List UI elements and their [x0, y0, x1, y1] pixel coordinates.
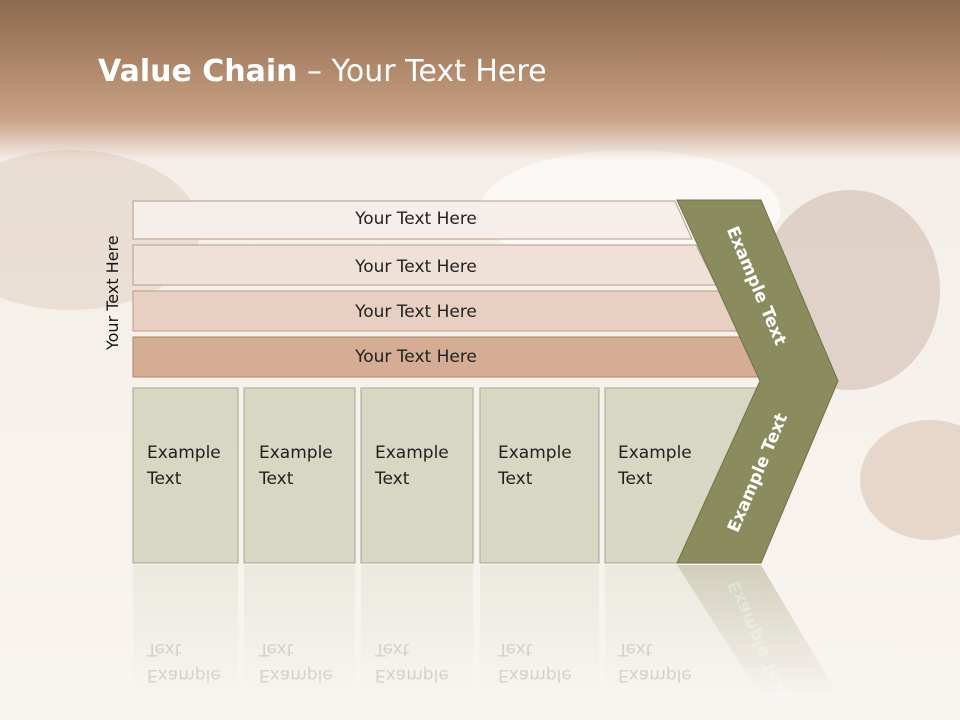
bar-1-label: Your Text Here: [355, 209, 477, 229]
reflection-line1: Example: [147, 665, 221, 685]
column-5-line1: Example: [618, 443, 692, 463]
reflection-line2: Text: [259, 639, 294, 659]
bar-1[interactable]: [132, 200, 693, 240]
reflection-line2: Text: [498, 639, 533, 659]
column-2-label: Example Text: [259, 440, 354, 492]
column-1-line2: Text: [147, 469, 182, 489]
column-reflection: [480, 565, 599, 695]
title-rest: – Your Text Here: [297, 54, 547, 89]
bar-2-label: Your Text Here: [355, 257, 477, 277]
column-1-reflection-label: Example Text: [147, 636, 242, 688]
reflection-line2: Text: [147, 639, 182, 659]
column-4-line1: Example: [498, 443, 572, 463]
column-4[interactable]: [479, 387, 600, 564]
column-3-line2: Text: [375, 469, 410, 489]
reflection-line1: Example: [498, 665, 572, 685]
title-bold: Value Chain: [98, 54, 298, 89]
reflection-line2: Text: [375, 639, 410, 659]
column-1[interactable]: [132, 387, 239, 564]
bar-3-label: Your Text Here: [355, 302, 477, 322]
reflection-line1: Example: [618, 665, 692, 685]
column-4-label: Example Text: [498, 440, 593, 492]
column-5-label: Example Text: [618, 440, 713, 492]
column-1-line1: Example: [147, 443, 221, 463]
reflection-line1: Example: [259, 665, 333, 685]
column-3-label: Example Text: [375, 440, 470, 492]
column-2-reflection-label: Example Text: [259, 636, 354, 688]
reflection-line2: Text: [618, 639, 653, 659]
chevron-arrow[interactable]: [676, 199, 839, 564]
column-reflection: [361, 565, 473, 695]
column-2[interactable]: [243, 387, 356, 564]
bar-4-label: Your Text Here: [355, 347, 477, 367]
column-2-line1: Example: [259, 443, 333, 463]
column-reflection: [244, 565, 355, 695]
header-band: [0, 0, 960, 160]
column-4-line2: Text: [498, 469, 533, 489]
slide-title: Value Chain – Your Text Here: [98, 54, 547, 89]
reflection-group: [133, 565, 838, 695]
column-3[interactable]: [360, 387, 474, 564]
column-reflection: [605, 565, 760, 695]
column-5-line2: Text: [618, 469, 653, 489]
reflection-line1: Example: [375, 665, 449, 685]
column-4-reflection-label: Example Text: [498, 636, 593, 688]
column-1-label: Example Text: [147, 440, 242, 492]
column-2-line2: Text: [259, 469, 294, 489]
column-reflection: [133, 565, 238, 695]
column-3-line1: Example: [375, 443, 449, 463]
column-5-reflection-label: Example Text: [618, 636, 713, 688]
column-3-reflection-label: Example Text: [375, 636, 470, 688]
chevron-reflection: [677, 565, 838, 695]
